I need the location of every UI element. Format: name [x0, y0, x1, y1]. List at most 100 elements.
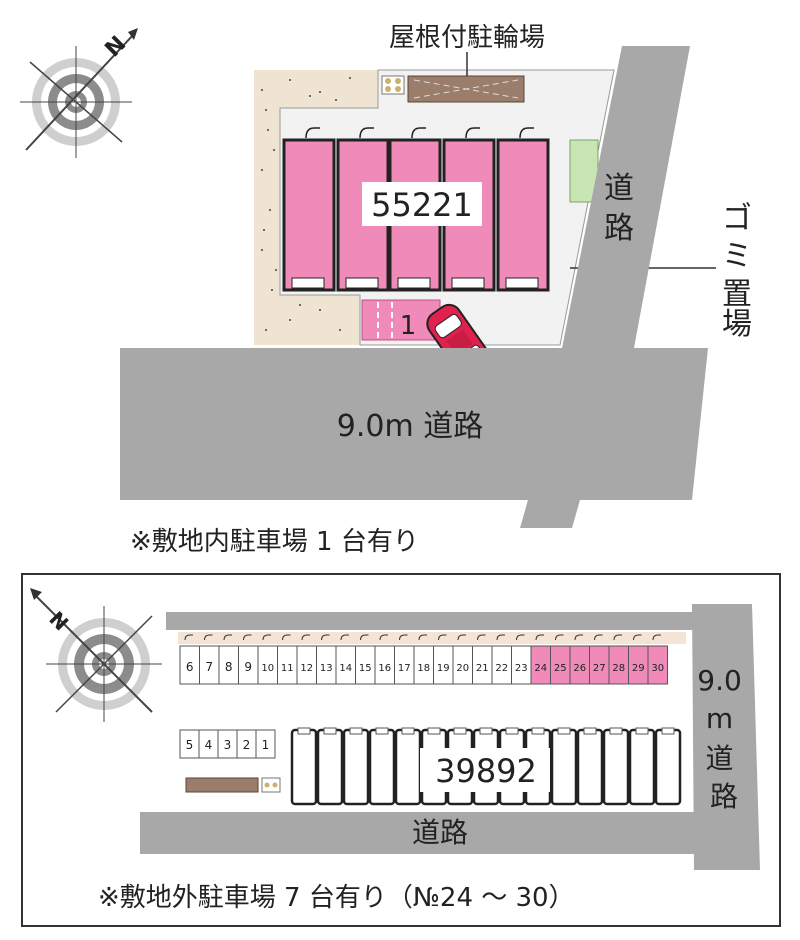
unit-1: [282, 138, 336, 292]
unit-door: [427, 727, 441, 735]
wheel-stop: [223, 634, 232, 641]
parking-space: [647, 645, 668, 685]
parking-note-2: ※敷地外駐車場 7 台有り（№24 ～ 30）: [98, 883, 575, 913]
unit-2-15: [654, 728, 682, 806]
north-label: N: [101, 32, 132, 63]
unit-door: [323, 727, 337, 735]
parking-space-number: 5: [186, 738, 194, 752]
parking-space-number: 21: [476, 663, 489, 674]
unit-door: [557, 727, 571, 735]
wheel-stop: [457, 634, 466, 641]
parking-space-number: 27: [593, 663, 606, 674]
parking-number: 1: [400, 311, 417, 341]
bike-shelter-2: [185, 777, 281, 793]
unit-door: [531, 727, 545, 735]
unit-2-14: [628, 728, 656, 806]
wheel-stop: [262, 634, 271, 641]
ac-icon: [359, 127, 374, 139]
wheel-stop: [438, 634, 447, 641]
parking-space-number: 30: [651, 663, 664, 674]
wheel-stop: [321, 634, 330, 641]
unit-door: [505, 277, 539, 289]
wheel-stop: [594, 634, 603, 641]
building-id: 55221: [371, 186, 473, 224]
bottom-road-label: 道路: [412, 816, 468, 849]
wheel-stop: [360, 634, 369, 641]
wheel-stop: [282, 634, 291, 641]
building-id-box-2: [420, 748, 550, 792]
parking-space-number: 17: [398, 663, 411, 674]
unit-2-3: [342, 728, 370, 806]
wheel-stop: [652, 634, 661, 641]
unit-door: [397, 277, 431, 289]
ac-icon: [465, 127, 480, 139]
unit-door: [479, 727, 493, 735]
unit-door: [583, 727, 597, 735]
wheel-stop: [574, 634, 583, 641]
ac-icon: [305, 127, 320, 139]
parking-space-number: 29: [632, 663, 645, 674]
main-road-label: 9.0m 道路: [337, 409, 483, 444]
parking-space-number: 16: [378, 663, 391, 674]
parking-row-strip: [178, 632, 686, 644]
unit-2-1: [290, 728, 318, 806]
wheel-stop: [516, 634, 525, 641]
parking-space-number: 22: [495, 663, 508, 674]
parking-space-number: 8: [225, 660, 233, 674]
parking-space-number: 19: [437, 663, 450, 674]
parking-space-number: 12: [300, 663, 313, 674]
unit-2-2: [316, 728, 344, 806]
parking-space-number: 26: [573, 663, 586, 674]
wheel-stop: [399, 634, 408, 641]
parking-space-number: 13: [320, 663, 333, 674]
ac-icon: [519, 127, 534, 139]
unit-door: [297, 727, 311, 735]
unit-door: [635, 727, 649, 735]
unit-door: [453, 727, 467, 735]
bike-shelter-label: 屋根付駐輪場: [389, 23, 545, 53]
ac-icon: [411, 127, 426, 139]
wheel-stop: [613, 634, 622, 641]
parking-space-number: 15: [359, 663, 372, 674]
unit-door: [661, 727, 675, 735]
unit-door: [349, 727, 363, 735]
unit-door: [451, 277, 485, 289]
wheel-stop: [301, 634, 310, 641]
unit-door: [401, 727, 415, 735]
unit-2-4: [368, 728, 396, 806]
road-right: [562, 46, 690, 348]
wheel-stop: [555, 634, 564, 641]
compass-icon-2: [30, 588, 162, 722]
parking-space-number: 6: [186, 660, 194, 674]
bottom-road: [140, 812, 694, 854]
wheel-stop: [204, 634, 213, 641]
right-road-label: 9.0 m 道 路: [697, 664, 750, 813]
wheel-stop: [379, 634, 388, 641]
unit-2-13: [602, 728, 630, 806]
wheel-stop: [418, 634, 427, 641]
wheel-stop: [184, 634, 193, 641]
parking-space-number: 28: [612, 663, 625, 674]
building-id-2: 39892: [435, 752, 537, 790]
sand-area: [254, 70, 378, 345]
unit-5: [496, 138, 550, 292]
main-road: [120, 348, 708, 528]
parking-space-number: 25: [554, 663, 567, 674]
unit-2-5: [394, 728, 422, 806]
right-road: [692, 604, 760, 870]
wheel-stop: [496, 634, 505, 641]
compass-icon: [20, 28, 138, 158]
top-road: [166, 612, 694, 630]
wheel-stop: [633, 634, 642, 641]
sand-texture: [261, 77, 351, 331]
parking-space-number: 4: [205, 738, 213, 752]
unit-door: [345, 277, 379, 289]
parking-space-number: 20: [456, 663, 469, 674]
bike-shelter: [381, 75, 525, 103]
parking-space-number: 1: [262, 738, 270, 752]
parking-space-number: 14: [339, 663, 352, 674]
parking-space-number: 3: [224, 738, 232, 752]
parking-space-number: 9: [244, 660, 252, 674]
